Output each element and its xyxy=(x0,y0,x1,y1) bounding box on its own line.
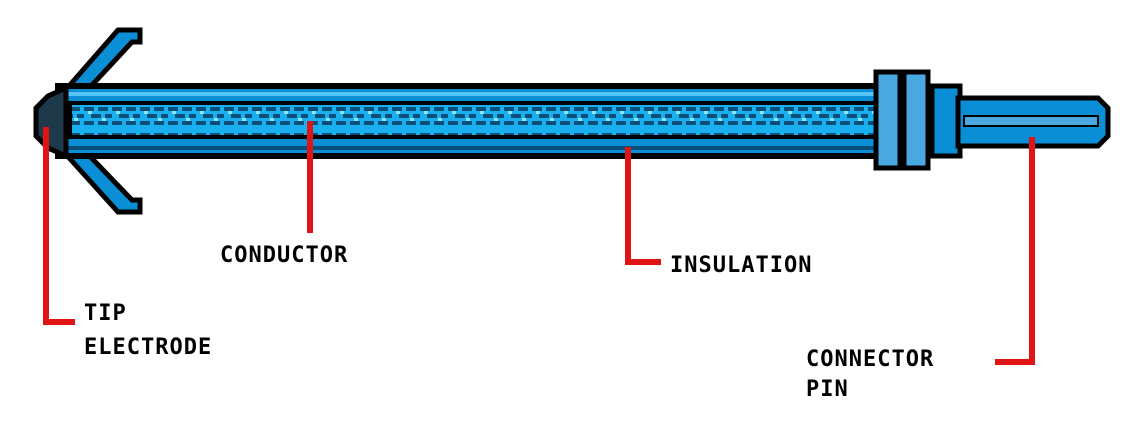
lead xyxy=(33,27,1111,215)
insulation-highlight xyxy=(62,92,884,96)
insulation-label: INSULATION xyxy=(670,253,812,278)
connector-pin-core xyxy=(963,115,1099,127)
connector-pointer xyxy=(995,137,1035,365)
insulation-pointer xyxy=(625,147,661,265)
connector-pin-label-line2: PIN xyxy=(806,377,849,402)
conductor-core xyxy=(68,101,884,139)
labels: CONDUCTOR INSULATION TIP ELECTRODE CONNE… xyxy=(84,243,934,402)
tip-electrode xyxy=(33,84,69,160)
tip-pointer xyxy=(43,127,75,325)
connector-pin-label-line1: CONNECTOR xyxy=(806,347,934,372)
sealing-ring-1 xyxy=(873,69,903,171)
sealing-ring-2 xyxy=(901,69,931,171)
insulation-shadow xyxy=(62,146,884,150)
pointer-lines xyxy=(43,121,1035,365)
tip-electrode-label-line2: ELECTRODE xyxy=(84,335,212,360)
tip-electrode-label-line1: TIP xyxy=(84,301,127,326)
conductor-label: CONDUCTOR xyxy=(220,243,348,268)
